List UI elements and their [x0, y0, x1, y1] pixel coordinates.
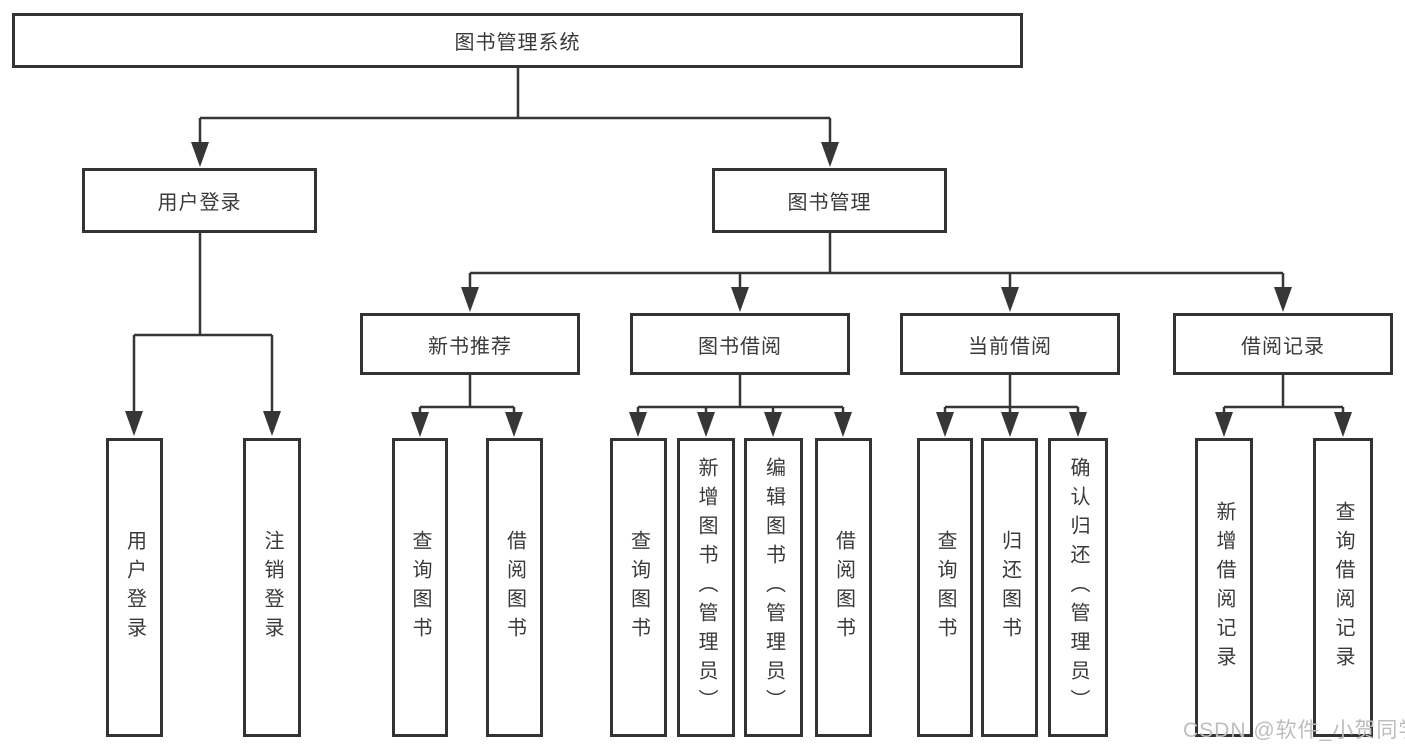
node-user-login: 用户登录	[82, 168, 317, 233]
node-borrowing-records: 借阅记录	[1173, 313, 1393, 375]
node-leaf-logout: 注销登录	[243, 438, 301, 737]
node-leaf-add-books-admin: 新增图书（管理员）	[677, 438, 735, 737]
node-leaf-edit-books-admin: 编辑图书（管理员）	[744, 438, 803, 737]
node-new-book-recommendation: 新书推荐	[360, 313, 580, 375]
node-leaf-borrow-books-newbook: 借阅图书	[486, 438, 543, 737]
node-root-library-management-system: 图书管理系统	[12, 13, 1023, 68]
node-leaf-return-books: 归还图书	[981, 438, 1038, 737]
csdn-watermark: CSDN @软件_小贺同学	[1183, 719, 1405, 742]
node-leaf-query-books-current: 查询图书	[917, 438, 973, 737]
node-leaf-add-borrow-record: 新增借阅记录	[1195, 438, 1253, 737]
node-leaf-query-borrow-record: 查询借阅记录	[1313, 438, 1373, 737]
node-current-borrowing: 当前借阅	[900, 313, 1120, 375]
node-leaf-confirm-return-admin: 确认归还（管理员）	[1048, 438, 1108, 737]
node-leaf-query-books-borrow: 查询图书	[610, 438, 667, 737]
node-leaf-borrow-books: 借阅图书	[815, 438, 872, 737]
node-book-borrowing: 图书借阅	[630, 313, 850, 375]
node-leaf-query-books-newbook: 查询图书	[392, 438, 448, 737]
node-book-management: 图书管理	[712, 168, 947, 233]
node-leaf-user-login: 用户登录	[106, 438, 163, 737]
